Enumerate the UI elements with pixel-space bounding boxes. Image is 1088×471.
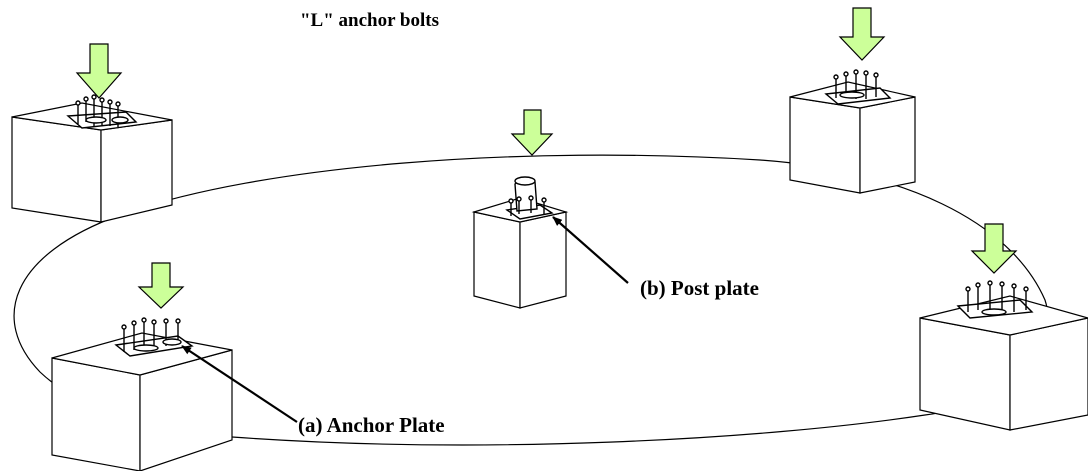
concrete-block-bottom-left (51, 317, 233, 471)
anchor-plate-label: (a) Anchor Plate (298, 413, 445, 437)
concrete-block-bottom-right (919, 280, 1088, 431)
anchor-plate-hardware (956, 280, 1034, 319)
post-plate-label: (b) Post plate (640, 276, 759, 300)
anchor-bolts-label: "L" anchor bolts (300, 10, 439, 31)
load-arrow-icon (970, 223, 1018, 274)
load-arrow-icon (510, 109, 554, 156)
post-plate-hardware (505, 176, 554, 220)
concrete-block-top-right (789, 69, 916, 194)
post-plate-leader-arrow (552, 216, 629, 284)
load-arrows (75, 7, 1018, 309)
anchor-plate-hardware (824, 69, 892, 105)
anchor-plate-leader-arrow (181, 345, 298, 423)
concrete-block-center (471, 176, 569, 309)
load-arrow-icon (75, 43, 123, 99)
anchor-plate-hardware (66, 94, 138, 129)
load-arrow-icon (838, 7, 886, 61)
concrete-block-top-left (11, 94, 173, 223)
load-arrow-icon (137, 262, 185, 309)
anchor-plate-hardware (114, 317, 194, 357)
